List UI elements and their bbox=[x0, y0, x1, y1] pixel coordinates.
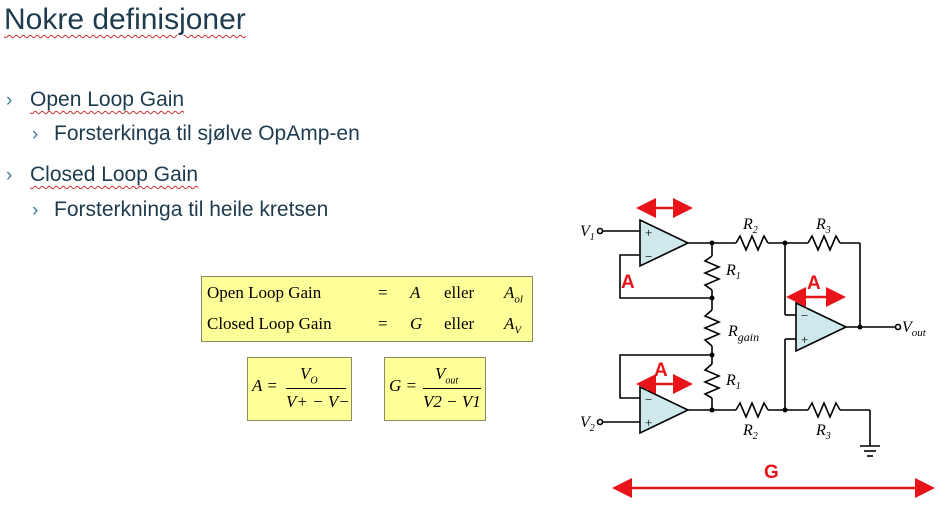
bullet-marker: › bbox=[6, 165, 13, 186]
label-vout: Vout bbox=[902, 319, 927, 339]
label-r2-top: R2 bbox=[742, 216, 758, 236]
closed-loop-formula: G = Vout V2 − V1 bbox=[384, 357, 486, 421]
label-v1: V1 bbox=[580, 223, 595, 243]
label-a-output: A bbox=[807, 273, 821, 294]
formula-numerator: Vout bbox=[435, 364, 459, 387]
closed-loop-name: Closed Loop Gain bbox=[207, 314, 332, 333]
equals-sign: = bbox=[378, 283, 388, 302]
opamp-top-plus: + bbox=[645, 225, 652, 240]
formula-numerator: VO bbox=[300, 364, 318, 387]
open-loop-formula: A = VO V+ − V− bbox=[247, 357, 352, 421]
bullet-marker: › bbox=[6, 90, 13, 111]
or-word: eller bbox=[444, 283, 475, 302]
page-title: Nokre definisjoner bbox=[4, 3, 246, 36]
gain-definitions-box: Open Loop Gain = A eller Aol Closed Loop… bbox=[201, 276, 533, 342]
symbol-av: AV bbox=[504, 314, 522, 337]
label-g: G bbox=[764, 462, 779, 483]
label-rgain: Rgain bbox=[727, 323, 759, 344]
opamp-bottom-minus: − bbox=[645, 392, 652, 407]
formula-denominator: V2 − V1 bbox=[423, 392, 481, 411]
opamp-bottom-plus: + bbox=[645, 415, 652, 430]
opamp-output-minus: − bbox=[801, 308, 808, 323]
bullet-closed-loop-sub: Forsterkninga til heile kretsen bbox=[54, 198, 329, 221]
opamp-output-plus: + bbox=[801, 332, 808, 347]
bullet-open-loop-sub: Forsterkinga til sjølve OpAmp-en bbox=[54, 122, 360, 145]
bullet-open-loop: Open Loop Gain bbox=[30, 88, 185, 111]
bullet-closed-loop: Closed Loop Gain bbox=[30, 163, 199, 186]
label-v2: V2 bbox=[580, 414, 595, 434]
bullet-marker: › bbox=[32, 124, 39, 145]
label-a-top: A bbox=[621, 272, 635, 293]
formula-lhs: A = bbox=[252, 376, 278, 395]
symbol-aol: Aol bbox=[504, 283, 523, 306]
label-r3-bottom: R3 bbox=[815, 422, 831, 442]
opamp-top-minus: − bbox=[645, 249, 652, 264]
label-r1-bottom: R1 bbox=[725, 372, 741, 392]
label-r3-top: R3 bbox=[815, 216, 831, 236]
fraction-bar bbox=[423, 388, 481, 389]
equals-sign: = bbox=[378, 314, 388, 333]
symbol-g: G bbox=[410, 314, 423, 333]
opamp-top bbox=[639, 218, 690, 268]
fraction-bar bbox=[286, 388, 346, 389]
or-word: eller bbox=[444, 314, 475, 333]
label-a-bottom: A bbox=[654, 360, 668, 381]
symbol-a: A bbox=[410, 283, 421, 302]
formula-lhs: G = bbox=[389, 376, 417, 395]
opamp-bottom bbox=[639, 385, 690, 435]
opamp-output bbox=[795, 301, 848, 353]
open-loop-name: Open Loop Gain bbox=[207, 283, 322, 302]
bullet-marker: › bbox=[32, 200, 39, 221]
label-r1-top: R1 bbox=[725, 262, 741, 282]
label-r2-bottom: R2 bbox=[742, 422, 758, 442]
formula-denominator: V+ − V− bbox=[286, 392, 350, 411]
